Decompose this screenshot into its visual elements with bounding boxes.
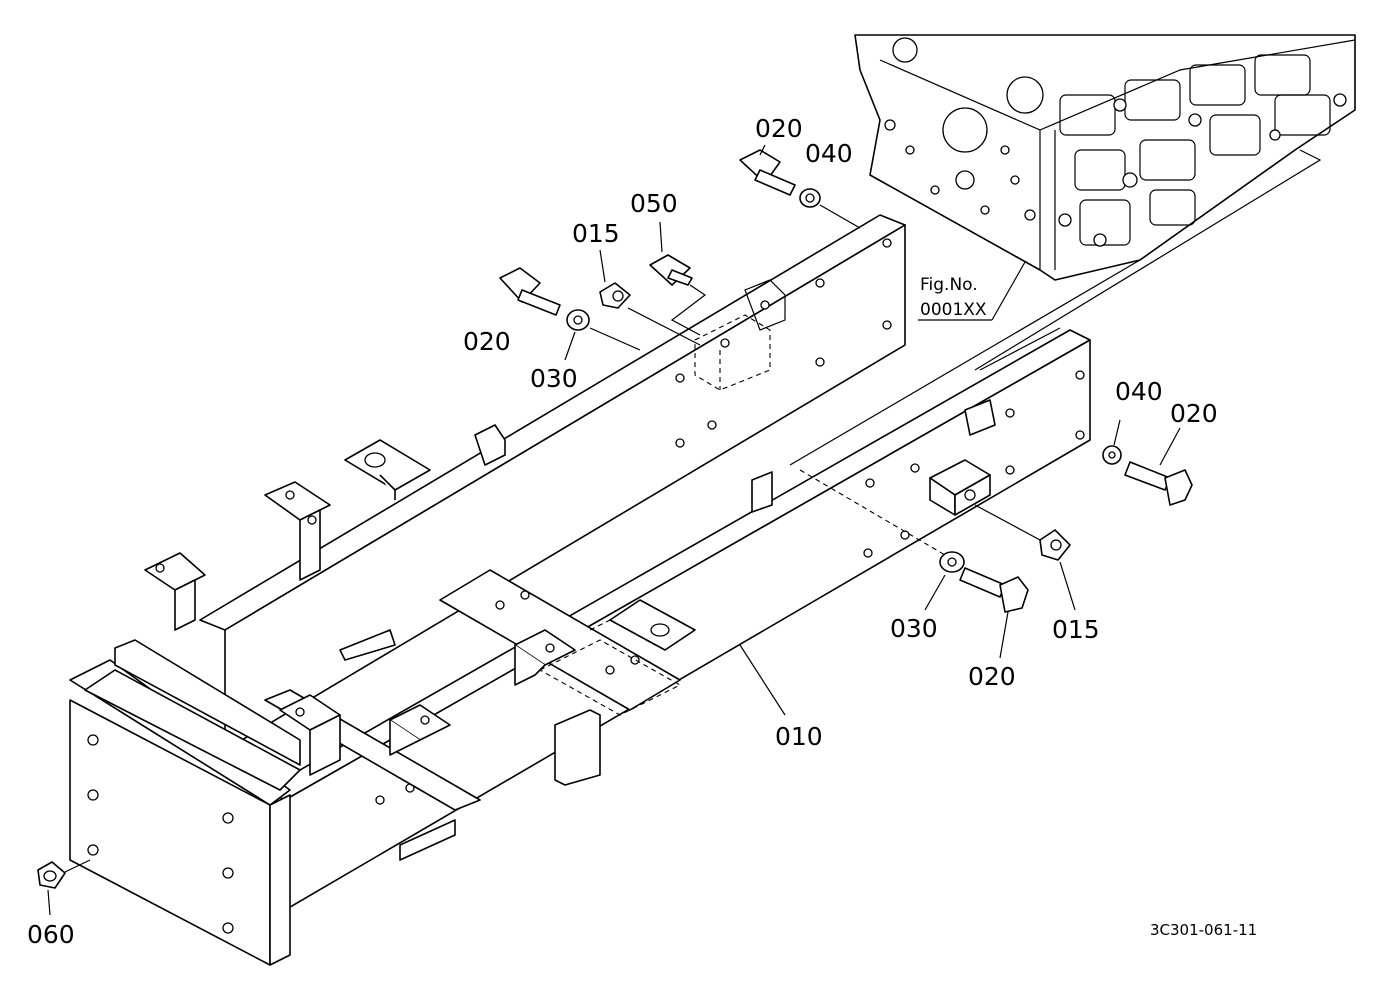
leader-060	[47, 859, 91, 916]
nut-bolt-leader	[974, 504, 1041, 541]
leader-030-mid	[924, 574, 946, 611]
leader-010	[739, 644, 786, 716]
bolt-020-left	[499, 267, 561, 316]
bolt-020-top	[739, 149, 796, 196]
front-rail-foot	[554, 709, 601, 786]
callout-040-top: 040	[805, 139, 853, 168]
rear-rail	[199, 214, 906, 751]
washer-030-mid	[939, 551, 965, 573]
callout-030-mid: 030	[890, 614, 938, 643]
callout-050: 050	[630, 189, 678, 218]
fig-ref-line1: Fig.No.	[920, 275, 978, 295]
leader-040-right	[1113, 419, 1121, 446]
leader-015-mid	[1059, 561, 1076, 611]
callout-015-top: 015	[572, 219, 620, 248]
washer-040-right	[1102, 445, 1122, 465]
front-rail-clip	[964, 399, 996, 436]
bushing-015-top	[599, 282, 631, 309]
leader-030-left	[564, 327, 641, 361]
leader-020-mid	[999, 611, 1009, 659]
callout-020-mid: 020	[968, 662, 1016, 691]
bolt-line-top	[819, 204, 861, 229]
engine-center-line-1	[974, 149, 1322, 371]
front-end-plate	[69, 639, 301, 966]
engine-head-cutouts	[1059, 54, 1331, 246]
engine-block	[854, 34, 1356, 281]
leader-020-top	[759, 144, 766, 156]
front-rail-tab	[751, 471, 773, 513]
callout-060: 060	[27, 920, 75, 949]
drawing-code: 3C301-061-11	[1150, 921, 1257, 939]
callout-015-mid: 015	[1052, 615, 1100, 644]
callout-020-left: 020	[463, 327, 511, 356]
fig-ref-line2: 0001XX	[920, 300, 987, 320]
callout-030-left: 030	[530, 364, 578, 393]
engine-center-line-2	[789, 259, 1141, 466]
leader-020-right	[1159, 427, 1181, 466]
bolt-020-mid	[959, 567, 1029, 613]
bushing-015-mid	[1039, 529, 1071, 561]
callout-040-right: 040	[1115, 377, 1163, 406]
bolt-020-right	[1124, 461, 1193, 506]
engine-side-holes	[884, 37, 1347, 247]
callout-020-top: 020	[755, 114, 803, 143]
nut-dashed-leader	[799, 469, 946, 556]
leader-015-top	[599, 249, 701, 346]
rear-rail-dashed-block	[694, 314, 771, 391]
fig-ref-leader	[918, 261, 1026, 321]
callout-010: 010	[775, 722, 823, 751]
square-nut-block	[929, 459, 991, 516]
front-brackets	[279, 599, 696, 776]
leader-050	[659, 221, 707, 336]
washer-040-top	[799, 188, 821, 208]
callout-020-right: 020	[1170, 399, 1218, 428]
washer-030-left	[566, 309, 590, 331]
plug-060	[37, 861, 66, 889]
plug-050	[649, 254, 693, 286]
rear-rail-brackets	[144, 424, 506, 631]
